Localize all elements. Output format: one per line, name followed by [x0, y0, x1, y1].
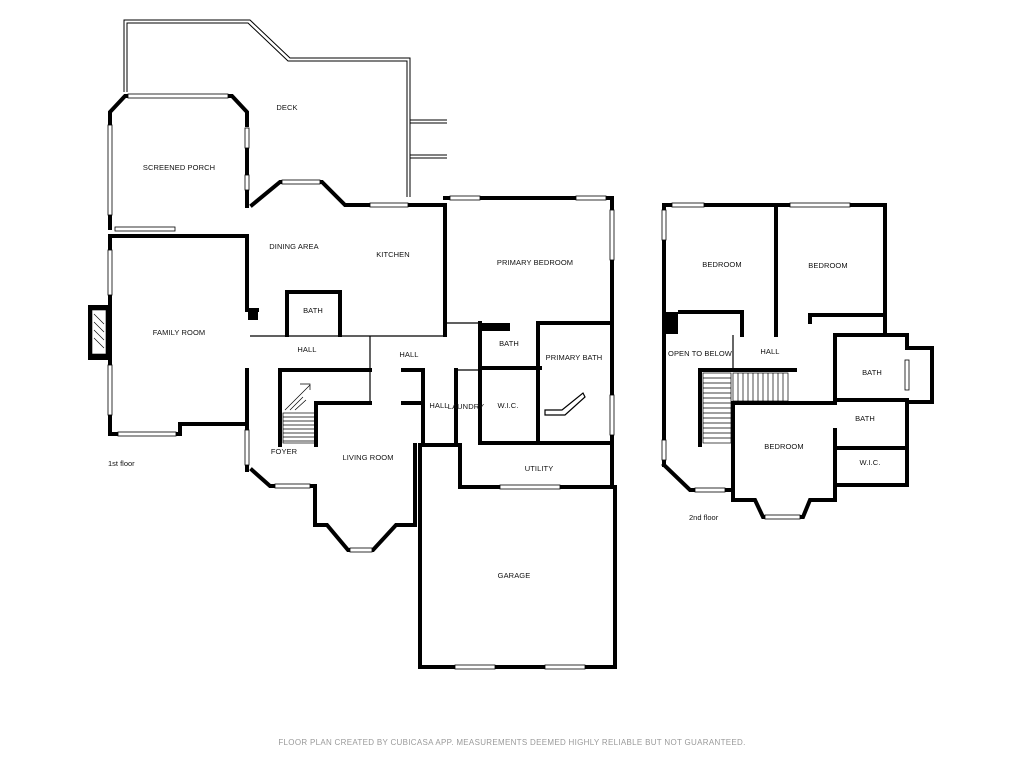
room-label-hall-laundry: HALL	[429, 401, 448, 410]
dining-kitchen-walls	[245, 179, 447, 337]
room-label-dining-area: DINING AREA	[269, 242, 318, 251]
primary-bedroom-walls	[443, 195, 615, 325]
footer-disclaimer: FLOOR PLAN CREATED BY CUBICASA APP. MEAS…	[278, 738, 745, 747]
room-label-foyer: FOYER	[271, 447, 298, 456]
room-label-garage: GARAGE	[498, 571, 531, 580]
room-label-bedroom-right: BEDROOM	[808, 261, 847, 270]
family-room-walls	[88, 234, 249, 437]
room-label-primary-bedroom: PRIMARY BEDROOM	[497, 258, 573, 267]
first-floor: DECK SCREENED PORCH DINING AREA KITCHEN …	[88, 19, 617, 670]
room-label-screened-porch: SCREENED PORCH	[143, 163, 215, 172]
floor-caption-first: 1st floor	[108, 459, 135, 468]
room-label-living-room: LIVING ROOM	[342, 453, 393, 462]
room-label-primary-bath: PRIMARY BATH	[546, 353, 603, 362]
room-label-bath-lower: BATH	[855, 414, 875, 423]
room-label-family-room: FAMILY ROOM	[153, 328, 206, 337]
second-floor: BEDROOM BEDROOM OPEN TO BELOW HALL BATH …	[661, 202, 934, 522]
room-label-bath-primary: BATH	[499, 339, 519, 348]
room-label-deck: DECK	[276, 103, 297, 112]
garage-walls	[418, 443, 617, 670]
room-label-bedroom-left: BEDROOM	[702, 260, 741, 269]
room-label-wic: W.I.C.	[497, 401, 518, 410]
screened-porch-walls	[107, 93, 250, 238]
foyer-living-walls	[244, 368, 417, 553]
room-label-utility: UTILITY	[525, 464, 554, 473]
room-label-open-to-below: OPEN TO BELOW	[668, 349, 733, 358]
floor-caption-second: 2nd floor	[689, 513, 719, 522]
room-label-bedroom-center: BEDROOM	[764, 442, 803, 451]
primary-bath-walls	[478, 321, 615, 445]
room-label-hall-left: HALL	[297, 345, 316, 354]
room-label-hall: HALL	[760, 347, 779, 356]
room-label-wic-upper: W.I.C.	[859, 458, 880, 467]
room-label-bath: BATH	[303, 306, 323, 315]
room-label-hall-center: HALL	[399, 350, 418, 359]
deck-outline	[123, 19, 447, 197]
utility-walls	[458, 441, 614, 490]
hall-walls	[369, 336, 480, 447]
room-label-bath-upper: BATH	[862, 368, 882, 377]
room-label-kitchen: KITCHEN	[376, 250, 410, 259]
room-label-laundry: LAUNDRY	[448, 402, 484, 411]
